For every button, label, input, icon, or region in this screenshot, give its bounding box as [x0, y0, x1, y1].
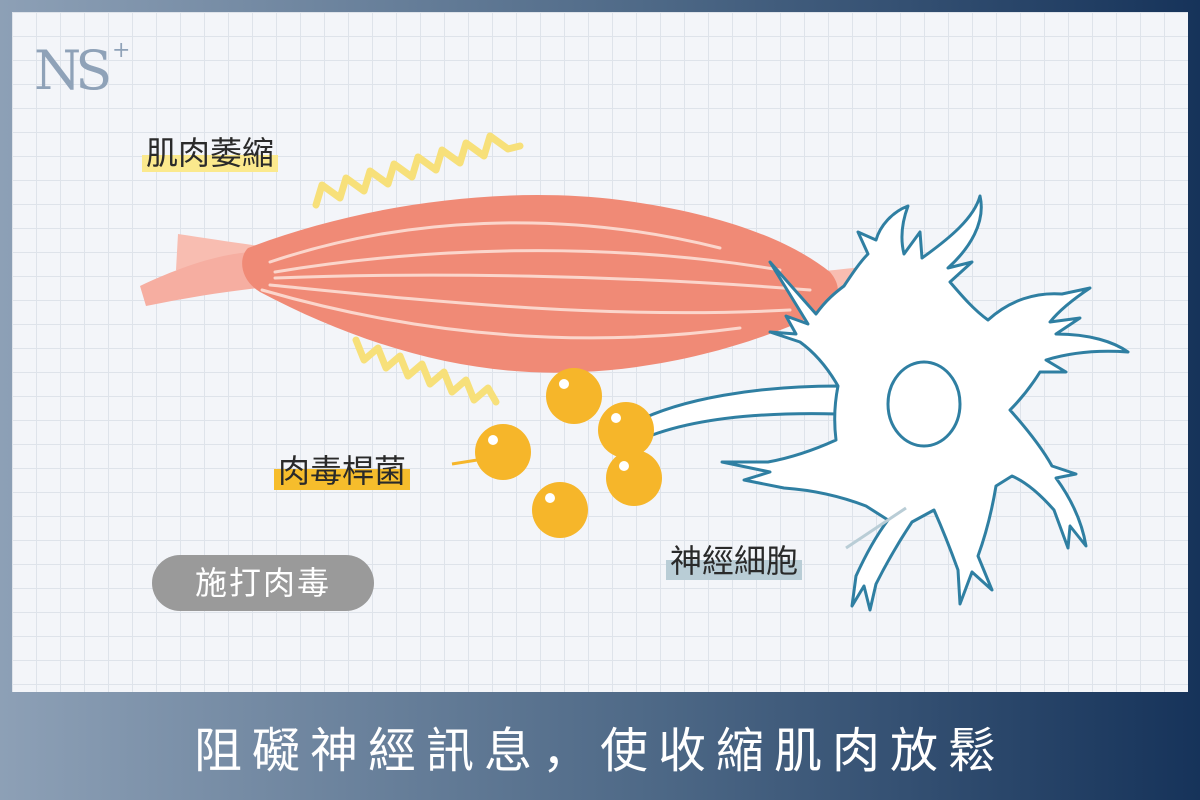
footer-banner: 阻礙神經訊息，使收縮肌肉放鬆 [0, 692, 1200, 800]
muscle-fibers [260, 221, 812, 340]
nerve-cell-pointer [845, 506, 907, 550]
axon [630, 384, 840, 442]
toxin-sphere [546, 368, 602, 424]
logo-plus: + [112, 38, 131, 63]
nerve-cell-label: 神經細胞 [666, 542, 803, 580]
botulinum-spheres [475, 368, 662, 538]
brand-logo: NS + [34, 34, 130, 108]
nerve-cell [720, 194, 1130, 612]
botulinum-label: 肉毒桿菌 [274, 452, 411, 490]
toxin-sphere [532, 482, 588, 538]
toxin-sphere [606, 450, 662, 506]
muscle-neuron-illustration [140, 132, 1130, 612]
diagram-canvas: NS + [12, 12, 1188, 692]
muscle-atrophy-label: 肌肉萎縮 [142, 134, 279, 172]
logo-letters: NS [34, 39, 112, 102]
cell-nucleus [886, 360, 962, 448]
injection-badge: 施打肉毒 [152, 555, 374, 611]
toxin-sphere [475, 424, 531, 480]
footer-caption: 阻礙神經訊息，使收縮肌肉放鬆 [193, 723, 1006, 779]
tendon-left [140, 234, 260, 306]
vibration-zigzags [312, 132, 524, 406]
toxin-sphere [598, 402, 654, 458]
